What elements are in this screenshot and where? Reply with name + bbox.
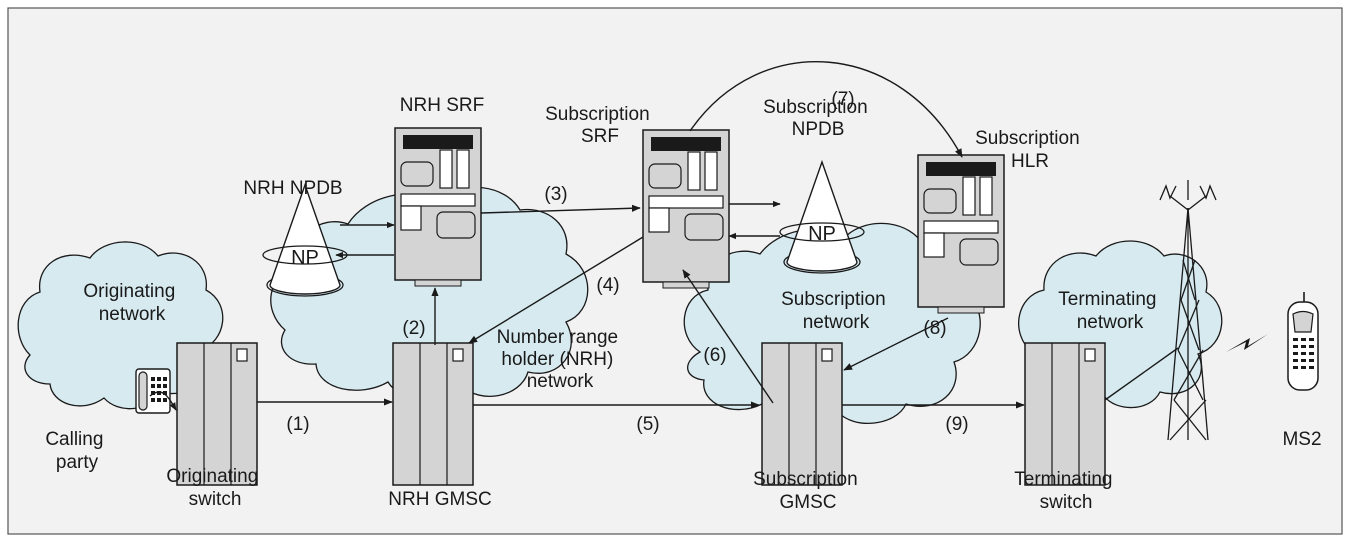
arrow-7 — [689, 61, 963, 158]
terminating-switch-label: Terminating switch — [1014, 469, 1118, 513]
step-7-label: (7) — [831, 89, 854, 110]
nrh-srf-label: NRH SRF — [400, 95, 484, 116]
step-2-label: (2) — [402, 318, 425, 339]
step-1-label: (1) — [286, 414, 309, 435]
nrh-gmsc-switch — [392, 342, 474, 486]
arrow-4 — [468, 236, 644, 344]
originating-switch-label: Originating switch — [166, 466, 263, 510]
originating-network-cloud — [17, 241, 224, 410]
subscription-hlr-label: Subscription HLR — [975, 128, 1085, 172]
phone-to-switch-arrow — [149, 391, 177, 411]
subscription-gmsc-switch — [761, 342, 843, 486]
subscription-npdb-np-label: NP — [808, 223, 836, 245]
subscription-srf-server — [642, 129, 730, 289]
subscription-gmsc-label: Subscription GMSC — [753, 469, 863, 513]
nrh-npdb-np-label: NP — [291, 247, 319, 269]
step-8-label: (8) — [923, 318, 946, 339]
wireless-link-icon — [1226, 334, 1268, 352]
arrow-8 — [843, 317, 949, 371]
nrh-network-cloud — [270, 186, 589, 399]
step-5-label: (5) — [636, 414, 659, 435]
ms2-label: MS2 — [1282, 429, 1321, 450]
subscription-hlr-server — [917, 154, 1005, 314]
originating-network-label: Originating network — [83, 281, 180, 325]
calling-party-label: Calling party — [45, 429, 108, 473]
subscription-npdb-label: Subscription NPDB — [763, 97, 873, 140]
arrow-6 — [682, 269, 774, 404]
mobile-phone-icon — [1287, 292, 1319, 391]
subscription-srf-label: Subscription SRF — [545, 104, 655, 147]
step-9-label: (9) — [945, 414, 968, 435]
nrh-gmsc-label: NRH GMSC — [388, 489, 491, 510]
switch-to-tower-link — [1104, 347, 1179, 401]
terminating-switch — [1024, 342, 1106, 486]
step-3-label: (3) — [544, 184, 567, 205]
nrh-network-label: Number range holder (NRH) network — [497, 327, 624, 392]
nrh-npdb-label: NRH NPDB — [243, 178, 342, 199]
arrow-3 — [480, 204, 641, 214]
nrh-srf-server — [394, 127, 482, 287]
originating-switch — [176, 342, 258, 486]
step-4-label: (4) — [596, 275, 619, 296]
terminating-network-label: Terminating network — [1058, 289, 1162, 333]
subscription-network-label: Subscription network — [781, 289, 891, 333]
step-6-label: (6) — [703, 345, 726, 366]
radio-tower-icon — [1159, 180, 1217, 441]
desk-phone-icon — [135, 368, 171, 414]
